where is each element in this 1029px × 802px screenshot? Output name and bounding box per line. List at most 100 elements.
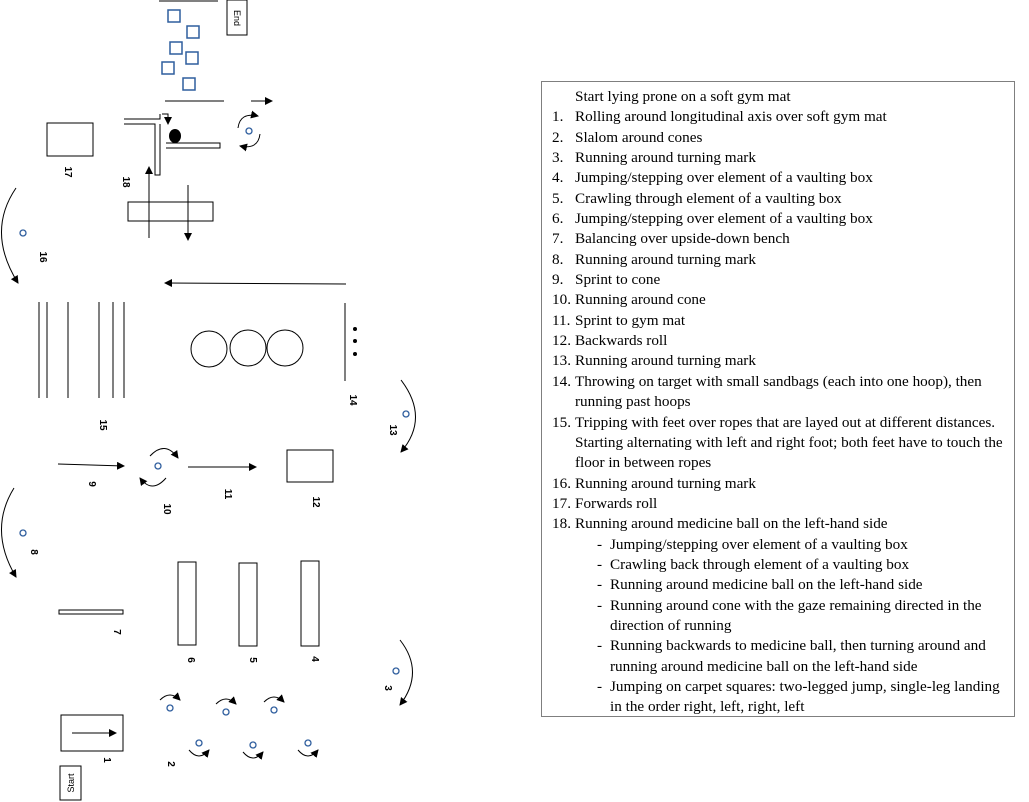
- station-label-15: 15: [97, 419, 108, 431]
- station-12-gym-mat: [286, 449, 334, 483]
- station-number-labels: 1 2 3 4 5 6 7 8 9 10 11 12 13 14 15 16 1…: [28, 166, 398, 767]
- legend-item-number: 16.: [552, 474, 571, 492]
- legend-item-number: 15.: [552, 413, 571, 431]
- station-14-hoops: [190, 303, 357, 381]
- run-arrow-left: [164, 279, 347, 288]
- carpet-squares: [159, 0, 218, 91]
- station-label-5: 5: [247, 657, 258, 663]
- legend-item-text: Running around cone: [575, 291, 706, 309]
- station-13-turning-mark: [400, 379, 416, 453]
- legend-subitem: -Running around medicine ball on the lef…: [597, 575, 1014, 595]
- station-label-2: 2: [165, 761, 176, 767]
- legend-item: 16.Running around turning mark: [542, 474, 1014, 494]
- station-17-gym-mat: [46, 122, 94, 157]
- legend-subitem: -Jumping on carpet squares: two-legged j…: [597, 677, 1014, 718]
- legend-item: 8.Running around turning mark: [542, 250, 1014, 270]
- station-label-18: 18: [120, 176, 131, 188]
- legend-item-number: 10.: [552, 291, 571, 309]
- station-3-turning-mark: [392, 639, 413, 706]
- legend-item-text: Rolling around longitudinal axis over so…: [575, 108, 887, 126]
- station-9-sprint-arrow: [57, 461, 125, 470]
- station-5-vaulting-box: [238, 562, 258, 647]
- legend-item-number: 11.: [552, 311, 571, 329]
- station-16-turning-mark: [1, 187, 27, 284]
- cone: [195, 739, 203, 747]
- legend-item-number: 2.: [552, 128, 564, 146]
- station-label-14: 14: [347, 394, 358, 406]
- station-1-gym-mat: [60, 714, 124, 752]
- start-marker: Start: [59, 765, 82, 801]
- legend-item-text: Running around turning mark: [575, 352, 756, 370]
- station-label-9: 9: [86, 481, 97, 487]
- station-label-10: 10: [161, 503, 172, 515]
- station-15-ropes: [38, 302, 125, 398]
- legend-item-text: Balancing over upside-down bench: [575, 230, 790, 248]
- legend-item-number: 9.: [552, 271, 564, 289]
- start-label: Start: [66, 773, 76, 793]
- station-8-turning-mark: [1, 487, 27, 578]
- station-label-4: 4: [309, 656, 320, 662]
- legend-subitem-text: Running around medicine ball on the left…: [610, 576, 923, 594]
- legend-item-text: Sprint to gym mat: [575, 311, 686, 329]
- legend-item-text: Crawling through element of a vaulting b…: [575, 189, 842, 207]
- legend-dash: -: [597, 555, 603, 573]
- legend-item: 1. Rolling around longitudinal axis over …: [542, 107, 1014, 127]
- legend-item-text: Running around turning mark: [575, 149, 756, 167]
- station-label-8: 8: [28, 549, 39, 555]
- station-label-1: 1: [101, 757, 112, 763]
- legend-subitem: -Jumping/stepping over element of a vaul…: [597, 535, 1014, 555]
- legend-subitem: -Running backwards to medicine ball, the…: [597, 636, 1014, 677]
- legend-item: 7. Balancing over upside-down bench: [542, 229, 1014, 249]
- legend-item-number: 1.: [552, 108, 564, 126]
- station-4-vaulting-box: [300, 560, 320, 647]
- station-2-cones: [159, 692, 319, 760]
- legend-dash: -: [597, 576, 603, 594]
- legend-item-text: Throwing on target with small sandbags (…: [575, 372, 982, 411]
- legend-item: 18.Running around medicine ball on the l…: [542, 514, 1014, 534]
- legend-item-number: 3.: [552, 149, 564, 167]
- legend-item-text: Forwards roll: [575, 494, 658, 512]
- legend-item-number: 7.: [552, 230, 564, 248]
- legend-item-number: 13.: [552, 352, 571, 370]
- legend-item: 6. Jumping/stepping over element of a vau…: [542, 209, 1014, 229]
- legend-item-text: Sprint to cone: [575, 271, 661, 289]
- legend-item: 11.Sprint to gym mat: [542, 311, 1014, 331]
- legend-item: 10.Running around cone: [542, 290, 1014, 310]
- legend-item: 15.Tripping with feet over ropes that ar…: [542, 413, 1014, 474]
- legend-list: 1. Rolling around longitudinal axis over …: [542, 107, 1014, 534]
- legend-item: 3. Running around turning mark: [542, 148, 1014, 168]
- legend-item: 9. Sprint to cone: [542, 270, 1014, 290]
- legend-item-text: Running around turning mark: [575, 474, 756, 492]
- legend-subitem-text: Crawling back through element of a vault…: [610, 555, 910, 573]
- legend-subitem: -Crawling back through element of a vaul…: [597, 555, 1014, 575]
- legend-item-text: Tripping with feet over ropes that are l…: [575, 413, 1003, 472]
- cone: [222, 708, 230, 716]
- legend-dash: -: [597, 535, 603, 553]
- station-label-3: 3: [382, 685, 393, 691]
- legend-item-number: 12.: [552, 332, 571, 350]
- legend-item: 14.Throwing on target with small sandbag…: [542, 372, 1014, 413]
- legend-item-number: 5.: [552, 189, 564, 207]
- cone: [166, 704, 174, 712]
- medicine-ball: [169, 129, 181, 143]
- station-label-7: 7: [111, 629, 122, 635]
- legend-subitem-text: Jumping/stepping over element of a vault…: [610, 535, 908, 553]
- legend-item-number: 18.: [552, 515, 571, 533]
- legend-item-text: Jumping/stepping over element of a vault…: [575, 210, 873, 228]
- station-label-16: 16: [37, 251, 48, 263]
- legend-item-number: 4.: [552, 169, 564, 187]
- legend-item: 5. Crawling through element of a vaulting…: [542, 189, 1014, 209]
- station-label-6: 6: [185, 657, 196, 663]
- station-6-vaulting-box: [177, 561, 197, 646]
- end-marker: End: [226, 0, 248, 36]
- legend-dash: -: [597, 596, 603, 614]
- legend-item-number: 8.: [552, 250, 564, 268]
- station-7-bench: [58, 609, 124, 615]
- cone: [249, 741, 257, 749]
- legend-item-number: 14.: [552, 372, 571, 390]
- station-label-12: 12: [310, 496, 321, 508]
- legend-intro: Start lying prone on a soft gym mat: [575, 88, 791, 105]
- legend-item-number: 6.: [552, 210, 564, 228]
- legend-item: 4.Jumping/stepping over element of a vau…: [542, 168, 1014, 188]
